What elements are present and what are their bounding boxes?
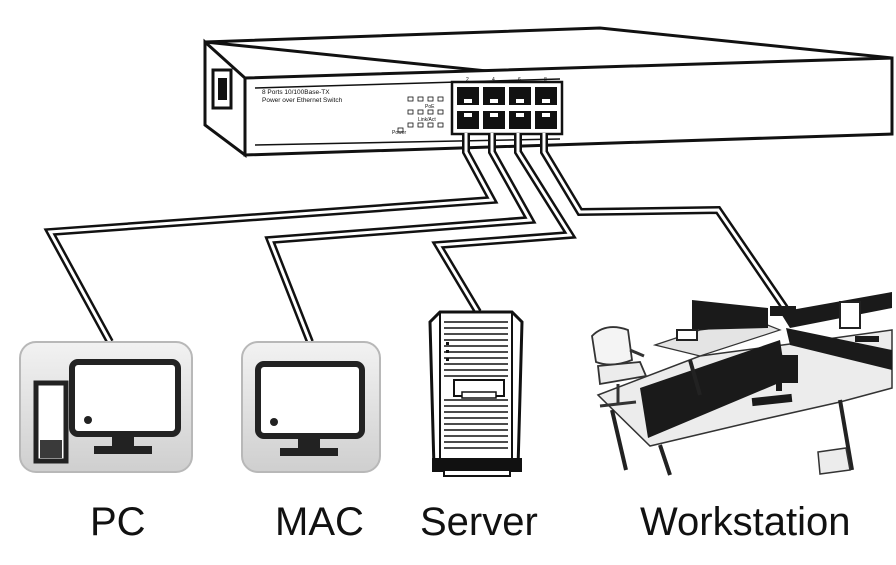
led-label-power: Power	[392, 130, 407, 136]
mac-label: MAC	[275, 500, 364, 544]
switch-port-block: 2 4 6 8 1 3 5 7	[450, 77, 564, 142]
pc-icon	[19, 341, 193, 473]
partition-left	[692, 300, 768, 330]
office-chair	[591, 326, 648, 408]
workstation-monitor-right	[839, 301, 861, 329]
switch-front-face	[243, 56, 894, 157]
switch-model-line2: Power over Ethernet Switch	[262, 97, 343, 104]
port-number-2: 2	[466, 77, 469, 83]
server-icon	[428, 310, 524, 477]
led-label-link: Link/Act	[418, 117, 436, 123]
poe-switch: 8 Ports 10/100Base-TX Power over Etherne…	[203, 26, 894, 158]
switch-led-panel: PoE Link/Act Power	[392, 96, 444, 136]
network-cables	[43, 133, 789, 344]
led-label-poe: PoE	[425, 104, 435, 110]
port-number-6: 6	[518, 77, 521, 83]
port-number-4: 4	[492, 77, 495, 83]
partition-front	[640, 340, 786, 438]
port-number-8: 8	[544, 77, 547, 83]
workstation-keyboard	[751, 393, 793, 407]
switch-model-line1: 8 Ports 10/100Base-TX	[262, 89, 330, 96]
workstation-monitor-front	[762, 355, 798, 383]
workstation-label: Workstation	[640, 500, 851, 544]
cable-to-workstation	[540, 133, 789, 311]
workstation-illustration	[591, 292, 893, 476]
pc-label: PC	[90, 500, 146, 544]
server-label: Server	[420, 500, 538, 544]
partition-right	[780, 292, 892, 328]
mac-icon	[241, 341, 381, 473]
